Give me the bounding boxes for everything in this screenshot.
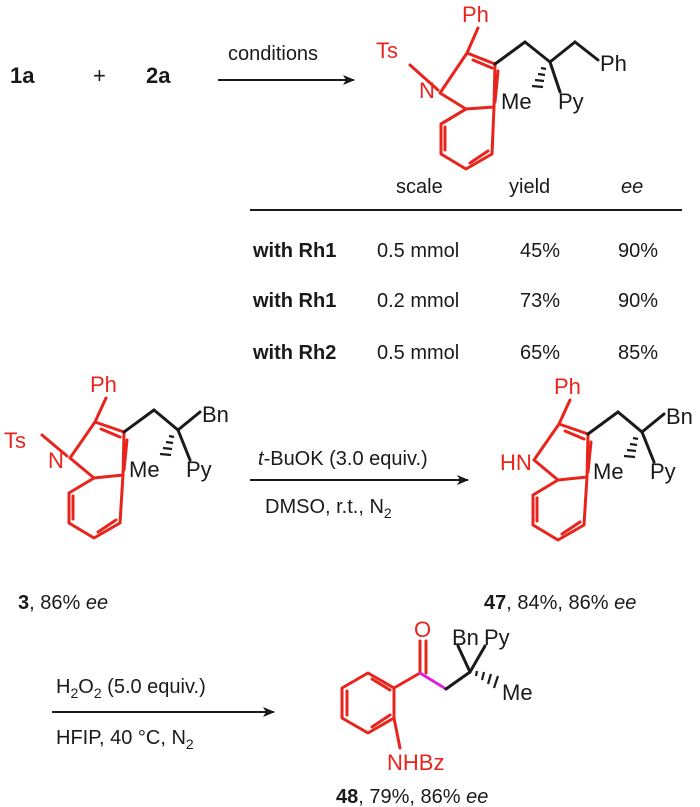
atom-py: Py bbox=[484, 625, 510, 650]
atom-me: Me bbox=[502, 680, 533, 705]
atom-py: Py bbox=[558, 89, 584, 114]
compound-3-caption: 3, 86% ee bbox=[18, 592, 108, 614]
atom-ph: Ph bbox=[90, 372, 117, 397]
compound-47: HN Ph Bn Me Py 47, 84%, 86% ee bbox=[484, 374, 693, 614]
atom-me: Me bbox=[129, 457, 160, 482]
reagent-equiv: (5.0 equiv.) bbox=[102, 676, 206, 698]
step-1-reagent: t-BuOK (3.0 equiv.) bbox=[258, 448, 428, 470]
compound-47-caption: 47, 84%, 86% ee bbox=[484, 592, 636, 614]
compound-48-caption: 48, 79%, 86% ee bbox=[336, 786, 488, 807]
table-header-ee: ee bbox=[621, 176, 643, 198]
atom-ph-benzyl: Ph bbox=[600, 51, 627, 76]
reagent-subscript-2: 2 bbox=[94, 685, 102, 701]
row-ee: 85% bbox=[618, 342, 658, 364]
step-2-reagent: H2O2 (5.0 equiv.) bbox=[56, 676, 206, 701]
caption-ee: ee bbox=[466, 786, 488, 807]
plus-sign: + bbox=[93, 63, 106, 88]
row-label: with Rh1 bbox=[252, 290, 336, 312]
conditions-subscript: 2 bbox=[186, 736, 194, 752]
atom-n: N bbox=[48, 448, 64, 473]
compound-id: 48 bbox=[336, 786, 358, 807]
reagent-o: O bbox=[78, 676, 94, 698]
table-header-scale: scale bbox=[396, 176, 443, 198]
caption-ee: ee bbox=[86, 592, 108, 614]
reagent-h: H bbox=[56, 676, 70, 698]
compound-id: 47 bbox=[484, 592, 506, 614]
caption-yield: , 84%, 86% bbox=[506, 592, 614, 614]
atom-bn: Bn bbox=[452, 625, 479, 650]
top-arrow-label: conditions bbox=[228, 43, 318, 65]
row-ee: 90% bbox=[618, 290, 658, 312]
table-header-yield: yield bbox=[509, 176, 550, 198]
atom-py: Py bbox=[186, 457, 212, 482]
step-2-conditions: HFIP, 40 °C, N2 bbox=[56, 727, 194, 752]
atom-bn: Bn bbox=[202, 402, 229, 427]
compound-3: Ts N Ph Bn Me Py 3, 86% ee bbox=[4, 372, 229, 614]
compound-id: 3 bbox=[18, 592, 29, 614]
results-table: scale yield ee with Rh1 0.5 mmol 45% 90%… bbox=[250, 176, 682, 364]
row-label: with Rh2 bbox=[252, 342, 336, 364]
atom-nhbz: NHBz bbox=[387, 750, 444, 775]
row-yield: 65% bbox=[520, 342, 560, 364]
step-1-conditions: DMSO, r.t., N2 bbox=[265, 496, 392, 521]
reagent-subscript: 2 bbox=[70, 685, 78, 701]
atom-me: Me bbox=[501, 89, 532, 114]
atom-ph: Ph bbox=[554, 374, 581, 399]
step-1: t-BuOK (3.0 equiv.) DMSO, r.t., N2 bbox=[250, 448, 469, 521]
row-ee: 90% bbox=[618, 240, 658, 262]
atom-ts: Ts bbox=[376, 38, 398, 63]
row-scale: 0.5 mmol bbox=[377, 342, 459, 364]
caption-yield: , 79%, 86% bbox=[358, 786, 466, 807]
reagent-name: -BuOK (3.0 equiv.) bbox=[264, 448, 428, 470]
table-row: with Rh1 0.5 mmol 45% 90% bbox=[252, 240, 658, 262]
caption-yield: , 86% bbox=[29, 592, 86, 614]
conditions-subscript: 2 bbox=[384, 505, 392, 521]
reactant-2a: 2a bbox=[146, 63, 171, 88]
atom-o: O bbox=[414, 617, 431, 642]
reactant-1a: 1a bbox=[10, 63, 35, 88]
top-product-structure: Ts N Ph Ph Me Py bbox=[376, 2, 627, 171]
conditions-text: HFIP, 40 °C, N bbox=[56, 727, 186, 749]
conditions-text: DMSO, r.t., N bbox=[265, 496, 384, 518]
atom-py: Py bbox=[650, 459, 676, 484]
caption-ee: ee bbox=[614, 592, 636, 614]
atom-ts: Ts bbox=[4, 428, 26, 453]
row-label: with Rh1 bbox=[252, 240, 336, 262]
compound-48: O Bn Py Me NHBz 48, 79%, 86% ee bbox=[336, 617, 533, 807]
top-reaction: 1a + 2a conditions bbox=[10, 2, 627, 171]
row-scale: 0.2 mmol bbox=[377, 290, 459, 312]
reagent-prefix: t bbox=[258, 448, 265, 470]
atom-n: N bbox=[419, 78, 435, 103]
atom-me: Me bbox=[593, 459, 624, 484]
row-yield: 45% bbox=[520, 240, 560, 262]
row-scale: 0.5 mmol bbox=[377, 240, 459, 262]
atom-ph: Ph bbox=[462, 2, 489, 27]
row-yield: 73% bbox=[520, 290, 560, 312]
table-row: with Rh2 0.5 mmol 65% 85% bbox=[252, 342, 658, 364]
table-row: with Rh1 0.2 mmol 73% 90% bbox=[252, 290, 658, 312]
step-2: H2O2 (5.0 equiv.) HFIP, 40 °C, N2 bbox=[52, 676, 275, 752]
atom-bn: Bn bbox=[666, 404, 693, 429]
atom-hn: HN bbox=[500, 450, 532, 475]
